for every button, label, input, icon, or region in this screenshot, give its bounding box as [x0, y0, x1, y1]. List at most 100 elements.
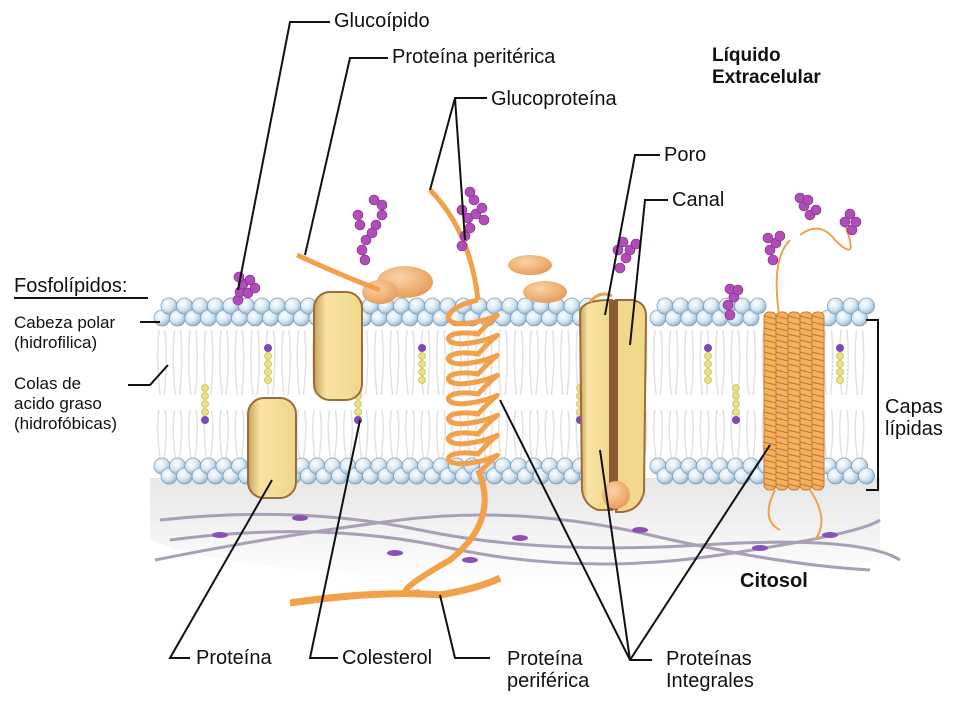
- cholesterol-head: [732, 416, 740, 424]
- cholesterol-ring: [264, 352, 272, 360]
- cholesterol-ring: [732, 384, 740, 392]
- cholesterol-ring: [264, 360, 272, 368]
- fiber-marker: [212, 532, 228, 538]
- fiber-marker: [632, 527, 648, 533]
- peripheral-protein-top-strand: [295, 252, 381, 293]
- cholesterol-ring: [264, 368, 272, 376]
- fiber-marker: [752, 545, 768, 551]
- cholesterol-ring: [354, 400, 362, 408]
- cholesterol-ring: [354, 408, 362, 416]
- sugar-unit: [244, 274, 256, 286]
- label-proteina-periferica: Proteína periférica: [507, 648, 590, 692]
- cholesterol-ring: [264, 376, 272, 384]
- sugar-unit: [476, 202, 488, 214]
- label-colesterol: Colesterol: [342, 647, 433, 669]
- sugar-unit: [724, 309, 736, 321]
- label-fosfolipidos: Fosfolípidos:: [14, 275, 128, 297]
- sugar-unit: [376, 199, 388, 211]
- label-citosol: Citosol: [740, 570, 808, 592]
- fiber-marker: [462, 557, 478, 563]
- sugar-unit: [456, 240, 468, 252]
- cholesterol-ring: [732, 392, 740, 400]
- label-proteina: Proteína: [196, 647, 272, 669]
- sugar-unit: [850, 216, 862, 228]
- sugar-unit: [376, 209, 388, 221]
- fiber-marker: [512, 535, 528, 541]
- cholesterol-ring: [418, 360, 426, 368]
- cholesterol-ring: [704, 360, 712, 368]
- label-proteina-periterica: Proteína peritérica: [392, 46, 556, 68]
- cholesterol-ring: [201, 400, 209, 408]
- cholesterol-head: [201, 416, 209, 424]
- multipass-integral-protein: [763, 311, 825, 541]
- cholesterol-ring: [418, 352, 426, 360]
- cholesterol-head: [354, 416, 362, 424]
- sugar-unit: [762, 232, 774, 244]
- fiber-marker: [387, 550, 403, 556]
- polar-head: [749, 297, 767, 315]
- cholesterol-ring: [201, 384, 209, 392]
- cholesterol-head: [704, 344, 712, 352]
- cholesterol-ring: [418, 376, 426, 384]
- label-cabeza-polar: Cabeza polar (hidrofilica): [14, 313, 116, 352]
- sugar-unit: [249, 282, 261, 294]
- protein-lower: [247, 397, 297, 499]
- sugar-unit: [464, 186, 476, 198]
- cytoskeleton-fibers: [154, 512, 901, 572]
- cholesterol-ring: [732, 400, 740, 408]
- sugar-unit: [614, 262, 626, 274]
- label-capas-lipidas: Capas lípidas: [885, 396, 943, 440]
- cytoskeleton-markers: [212, 515, 838, 563]
- carbohydrate-chains: [232, 186, 862, 321]
- sugar-unit: [464, 222, 476, 234]
- channel-protein: [578, 292, 648, 513]
- sugar-unit: [352, 209, 364, 221]
- sugar-unit: [839, 216, 851, 228]
- sugar-unit: [732, 284, 744, 296]
- cholesterol-ring: [704, 376, 712, 384]
- fiber-marker: [822, 532, 838, 538]
- cholesterol-ring: [836, 376, 844, 384]
- cholesterol-ring: [836, 360, 844, 368]
- capas-lipidas-bracket: [866, 319, 879, 491]
- polar-head: [858, 297, 875, 315]
- sugar-unit: [767, 254, 779, 266]
- protein-upper: [313, 291, 363, 401]
- label-colas-acido-graso: Colas de acido graso (hidrofóbicas): [14, 374, 117, 433]
- cholesterol-ring: [836, 352, 844, 360]
- cholesterol-head: [264, 344, 272, 352]
- sugar-unit: [810, 204, 822, 216]
- leader-lines: [14, 21, 771, 661]
- label-liquido-extracelular: Líquido Extracelular: [712, 45, 821, 88]
- cholesterol-head: [836, 344, 844, 352]
- label-glucoproteina: Glucoproteína: [491, 88, 617, 110]
- sugar-unit: [774, 230, 786, 242]
- sugar-unit: [478, 214, 490, 226]
- cholesterol-ring: [201, 408, 209, 416]
- cholesterol-ring: [704, 352, 712, 360]
- cholesterol-ring: [201, 392, 209, 400]
- sugar-unit: [764, 244, 776, 256]
- label-canal: Canal: [672, 189, 725, 211]
- cholesterol-head: [418, 344, 426, 352]
- sugar-unit: [844, 208, 856, 220]
- cholesterol-ring: [704, 368, 712, 376]
- fiber-marker: [292, 515, 308, 521]
- label-glucolipido: Glucoípido: [334, 10, 430, 32]
- sugar-unit: [802, 194, 814, 206]
- sugar-unit: [360, 234, 372, 246]
- sugar-unit: [354, 219, 366, 231]
- sugar-unit: [356, 244, 368, 256]
- sugar-unit: [368, 194, 380, 206]
- sugar-unit: [722, 299, 734, 311]
- label-proteinas-integrales: Proteínas Integrales: [666, 648, 754, 692]
- cholesterol-ring: [836, 368, 844, 376]
- label-poro: Poro: [664, 144, 707, 166]
- peripheral-protein-strand: [289, 574, 502, 607]
- cholesterol-ring: [418, 368, 426, 376]
- cholesterol-ring: [732, 408, 740, 416]
- sugar-unit: [370, 219, 382, 231]
- sugar-unit: [359, 254, 371, 266]
